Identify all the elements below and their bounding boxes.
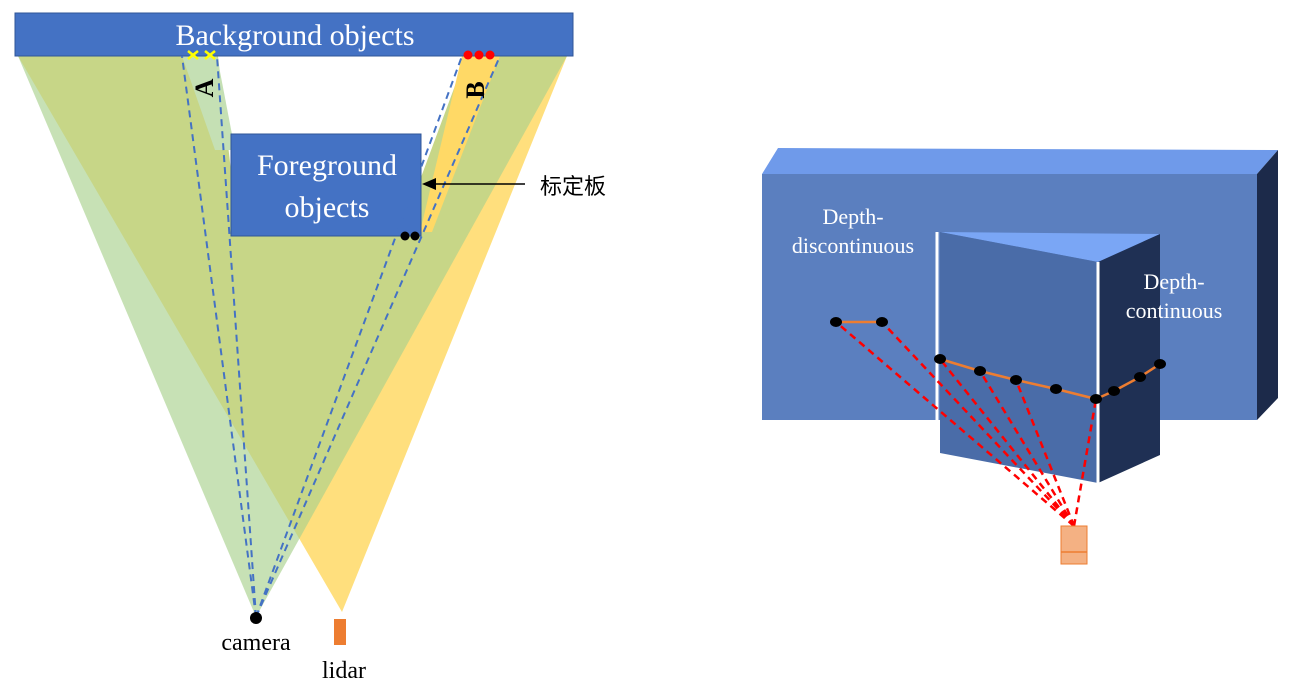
scan-points xyxy=(830,317,1166,404)
depth-discontinuous-label-line2: discontinuous xyxy=(792,233,914,258)
camera-ray-a-right xyxy=(216,55,257,618)
lidar-label: lidar xyxy=(322,658,366,684)
region-b-label: B xyxy=(461,81,490,98)
background-objects-label: Background objects xyxy=(175,19,414,52)
camera-ray-a-left xyxy=(181,55,257,618)
prism-top-face xyxy=(940,232,1160,262)
foreground-black-dots xyxy=(400,231,420,241)
cross-markers xyxy=(187,50,216,60)
foreground-objects-box xyxy=(230,133,422,237)
prism-left-face xyxy=(940,232,1098,483)
region-a-strip xyxy=(182,56,235,150)
camera-rays xyxy=(181,55,501,618)
lidar-marker xyxy=(334,619,346,645)
depth-continuous-label-line1: Depth- xyxy=(1143,269,1204,294)
background-objects-bar xyxy=(14,12,574,57)
region-b-strip xyxy=(420,56,500,232)
left-diagram: Background objects Foreground objects xyxy=(14,12,606,684)
region-a-label: A xyxy=(190,78,219,97)
camera-label: camera xyxy=(221,630,291,656)
foreground-objects-label-line2: objects xyxy=(285,191,370,224)
back-box-side-face xyxy=(1257,150,1278,420)
foreground-objects-label-line1: Foreground xyxy=(257,149,397,182)
depth-discontinuous-label-line1: Depth- xyxy=(822,204,883,229)
lidar-rays xyxy=(835,321,1098,527)
camera-ray-b-left xyxy=(255,55,463,618)
depth-continuous-label-line2: continuous xyxy=(1126,298,1223,323)
calibration-board-label: 标定板 xyxy=(540,175,606,200)
camera-ray-b-right xyxy=(255,55,501,618)
lidar-sensor xyxy=(1060,525,1088,565)
right-diagram: Depth- discontinuous Depth- continuous xyxy=(762,148,1278,565)
prism-right-face xyxy=(1098,234,1160,483)
callout-arrow-head xyxy=(422,178,436,190)
red-dot-markers xyxy=(463,50,495,60)
back-box-top-face xyxy=(762,148,1278,174)
camera-marker xyxy=(250,612,262,624)
